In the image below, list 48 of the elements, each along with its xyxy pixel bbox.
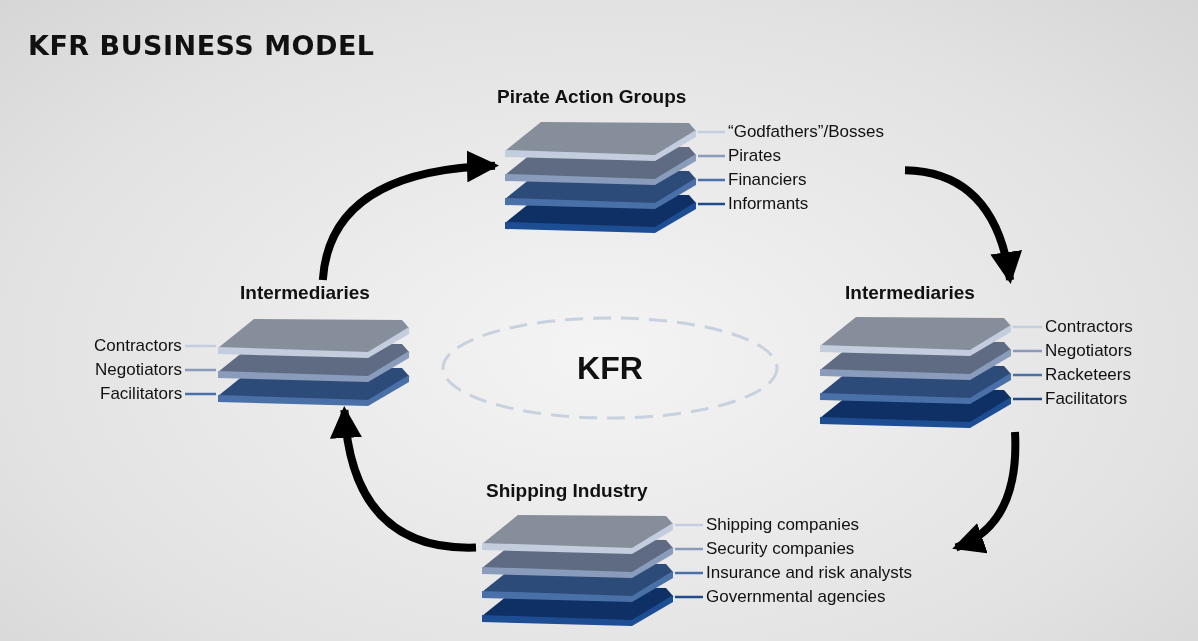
- layer-slab: [818, 316, 1013, 356]
- layer-label: “Godfathers”/Bosses: [728, 122, 884, 142]
- layer-label: Security companies: [706, 539, 854, 559]
- center-label: KFR: [577, 349, 643, 387]
- diagram-title: KFR BUSINESS MODEL: [28, 30, 375, 61]
- layer-label: Contractors: [1045, 317, 1133, 337]
- layer-label: Insurance and risk analysts: [706, 563, 912, 583]
- leader-line: [698, 154, 725, 158]
- leader-line: [698, 130, 725, 134]
- leader-line: [185, 392, 216, 396]
- layer-label: Shipping companies: [706, 515, 859, 535]
- layer-label: Facilitators: [1045, 389, 1127, 409]
- layer-label: Informants: [728, 194, 808, 214]
- leader-line: [1013, 349, 1042, 353]
- leader-line: [1013, 397, 1042, 401]
- group-heading: Intermediaries: [845, 282, 975, 304]
- layer-slab: [480, 586, 675, 626]
- layer-slab: [818, 388, 1013, 428]
- layer-slab: [503, 193, 698, 233]
- leader-line: [675, 547, 703, 551]
- group-heading: Intermediaries: [240, 282, 370, 304]
- layer-label: Negotiators: [95, 360, 182, 380]
- layer-slab: [503, 121, 698, 161]
- layer-label: Racketeers: [1045, 365, 1131, 385]
- curved-arrow: [318, 151, 499, 281]
- curved-arrow: [952, 431, 1020, 552]
- leader-line: [698, 202, 725, 206]
- layer-slab: [480, 514, 675, 554]
- layer-label: Negotiators: [1045, 341, 1132, 361]
- group-heading: Shipping Industry: [486, 480, 648, 502]
- layer-label: Financiers: [728, 170, 806, 190]
- group-heading: Pirate Action Groups: [497, 86, 687, 108]
- leader-line: [675, 571, 703, 575]
- leader-line: [185, 344, 216, 348]
- layer-label: Facilitators: [100, 384, 182, 404]
- curved-arrow: [904, 166, 1021, 284]
- layer-label: Pirates: [728, 146, 781, 166]
- leader-line: [185, 368, 216, 372]
- leader-line: [1013, 325, 1042, 329]
- layer-label: Governmental agencies: [706, 587, 886, 607]
- leader-line: [698, 178, 725, 182]
- layer-slab: [216, 366, 411, 406]
- leader-line: [1013, 373, 1042, 377]
- layer-label: Contractors: [94, 336, 182, 356]
- layer-slab: [216, 318, 411, 358]
- leader-line: [675, 523, 703, 527]
- leader-line: [675, 595, 703, 599]
- curved-arrow: [331, 406, 477, 552]
